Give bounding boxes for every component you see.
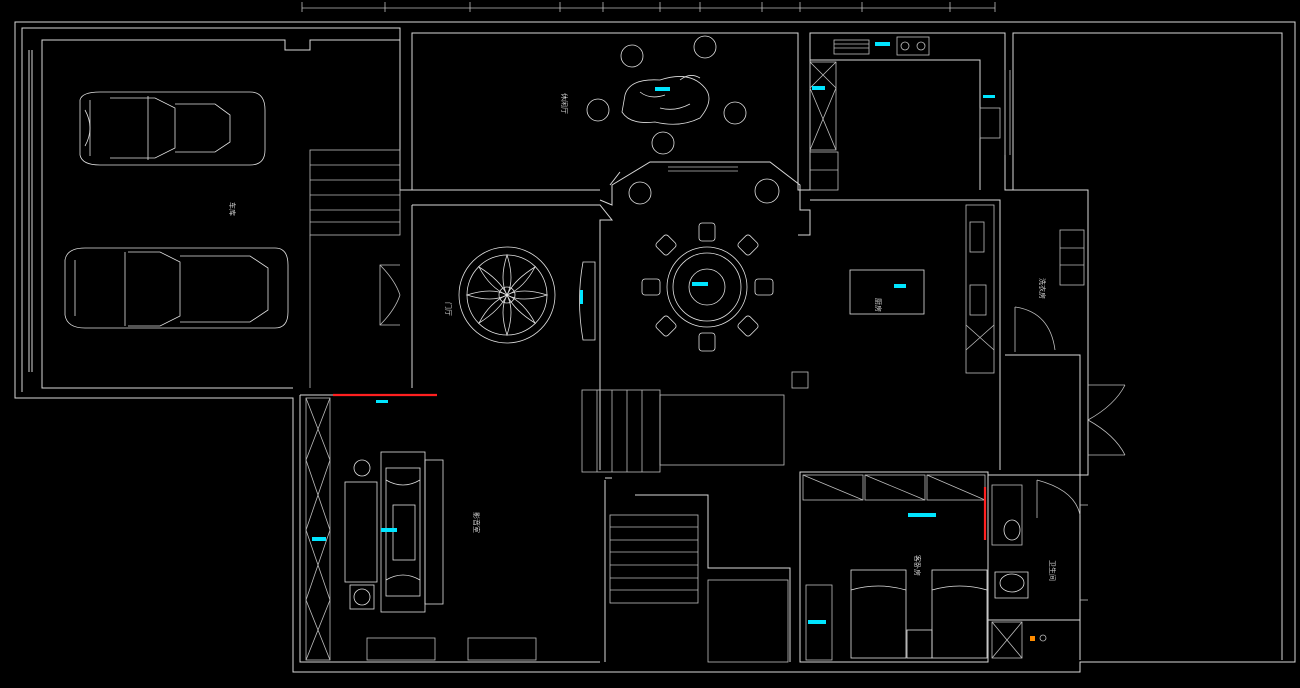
sofa: [344, 451, 444, 613]
laundry-room-label: 洗衣房: [1038, 278, 1047, 299]
console-table: [579, 261, 596, 341]
kitchen-label: 厨房: [874, 298, 883, 312]
dining-table: [641, 222, 774, 352]
outer-walls: [14, 21, 1296, 673]
lounge-room-label: 影音室: [472, 512, 481, 533]
island-area: 厨房: [659, 199, 1001, 470]
guest-room: 客卧房: [799, 471, 989, 663]
garage-stairs: [309, 149, 401, 388]
car-top: [79, 91, 266, 166]
plants: [628, 178, 780, 205]
kitchen: [809, 36, 1011, 191]
car-bottom: [64, 247, 289, 329]
tea-room: 休闲厅: [560, 35, 747, 155]
bathroom-label: 卫生间: [1048, 560, 1057, 581]
top-dimension-ruler: [301, 2, 996, 12]
main-stairs: [581, 389, 791, 663]
guest-room-label: 客卧房: [913, 555, 922, 576]
foyer-label: 门厅: [444, 302, 453, 316]
laundry-room: 洗衣房: [1005, 189, 1126, 476]
tea-room-label: 休闲厅: [560, 93, 569, 114]
bathroom: 卫生间: [988, 474, 1088, 660]
foyer: 门厅: [411, 161, 811, 470]
floor-medallion: [458, 246, 556, 344]
garage-label: 车库: [228, 202, 237, 216]
lounge-room: 影音室: [299, 393, 600, 663]
garage: 车库: [64, 91, 401, 388]
garage-door: [379, 264, 401, 326]
